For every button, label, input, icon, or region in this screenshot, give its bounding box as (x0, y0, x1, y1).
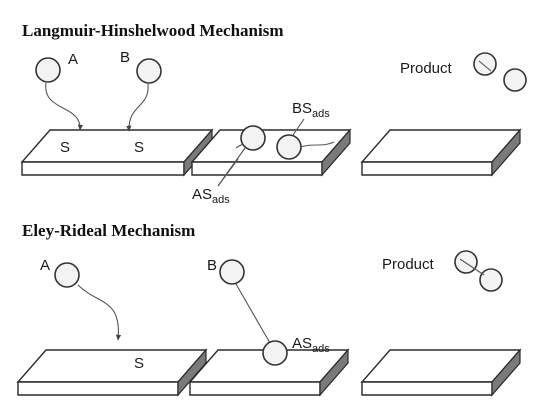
trajectory-a (77, 284, 122, 341)
product-label: Product (382, 256, 435, 273)
pointer-bs (292, 118, 305, 136)
trajectory-b (235, 283, 271, 344)
trajectory-b (126, 83, 149, 132)
er-panel-3: Product (360, 250, 522, 397)
product-atom-1 (473, 52, 497, 76)
lh-title: Langmuir-Hinshelwood Mechanism (22, 21, 283, 40)
label-a: A (40, 257, 50, 274)
product-atom-2 (479, 268, 503, 292)
molecule-b (136, 58, 162, 84)
label-b: B (207, 257, 217, 274)
surface-slab (20, 128, 214, 177)
label-a: A (68, 51, 78, 68)
er-panel-2: B ASads (188, 257, 350, 397)
surface-slab (360, 128, 522, 177)
product-atom-1 (454, 250, 478, 274)
pointer-as-2 (217, 158, 239, 187)
product-label: Product (400, 60, 453, 77)
lh-panel-2: BSads ASads (190, 100, 352, 206)
label-as-ads: ASads (192, 186, 230, 206)
product-atom-2 (503, 68, 527, 92)
molecule-a (54, 262, 80, 288)
label-bs-ads: BSads (292, 100, 330, 120)
trajectory-a (45, 82, 84, 131)
label-as-ads: ASads (292, 335, 330, 355)
surface-slab (190, 128, 352, 177)
adsorbed-a (240, 125, 266, 151)
product-bond (459, 258, 485, 276)
adsorbed-a (262, 340, 288, 366)
lh-panel-3: Product (360, 52, 527, 177)
molecule-b (219, 259, 245, 285)
site-label-a: S (134, 355, 144, 372)
product-bond (478, 60, 492, 72)
surface-slab (188, 348, 350, 397)
adsorbed-b (276, 134, 302, 160)
er-title: Eley-Rideal Mechanism (22, 221, 195, 240)
site-label-a: S (60, 139, 70, 156)
lh-panel-1: A B S S (20, 49, 214, 177)
surface-slab (360, 348, 522, 397)
label-b: B (120, 49, 130, 66)
site-label-b: S (134, 139, 144, 156)
surface-slab (16, 348, 208, 397)
molecule-a (35, 57, 61, 83)
er-panel-1: A S (16, 257, 208, 397)
